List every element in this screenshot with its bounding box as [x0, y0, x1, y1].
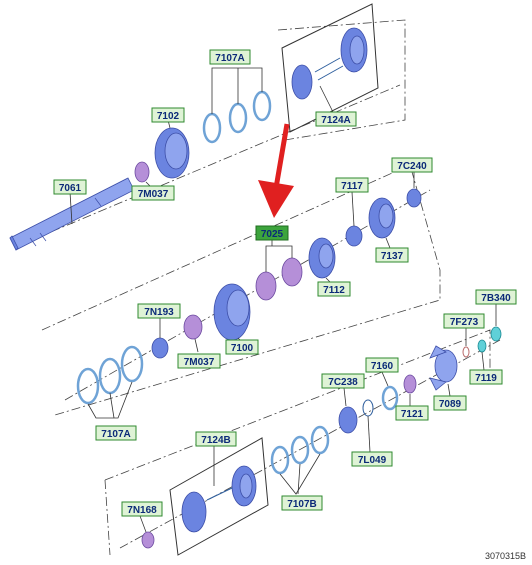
svg-text:7M037: 7M037 — [184, 357, 215, 368]
gear-7102 — [154, 127, 190, 179]
gear-7137 — [368, 197, 396, 239]
svg-text:7025: 7025 — [261, 229, 284, 240]
label-7F273[interactable]: 7F273 — [443, 313, 485, 329]
synchronizer-7124B — [181, 465, 257, 533]
label-7C240[interactable]: 7C240 — [391, 157, 433, 173]
bushing-7M037-mid — [183, 314, 203, 340]
frame-middle — [41, 164, 441, 416]
svg-text:7119: 7119 — [475, 373, 497, 384]
label-7107A-top[interactable]: 7107A — [209, 49, 251, 65]
bushing-7121 — [403, 374, 417, 394]
label-7L049[interactable]: 7L049 — [351, 451, 393, 467]
bearing-7117 — [345, 225, 363, 247]
label-7121[interactable]: 7121 — [395, 405, 429, 421]
svg-text:7089: 7089 — [439, 399, 462, 410]
label-7160[interactable]: 7160 — [365, 357, 399, 373]
svg-text:7L049: 7L049 — [358, 455, 387, 466]
label-7117[interactable]: 7117 — [335, 177, 369, 193]
label-7B340[interactable]: 7B340 — [475, 289, 517, 305]
snap-rings-7107B — [270, 425, 330, 475]
axis-middle — [64, 189, 431, 401]
svg-text:7100: 7100 — [231, 343, 254, 354]
gear-7100 — [213, 283, 251, 341]
svg-text:7117: 7117 — [341, 181, 363, 192]
ring-7160 — [381, 385, 399, 411]
frame-bottom — [104, 329, 491, 556]
box-7124A — [281, 3, 379, 133]
label-7100[interactable]: 7100 — [225, 339, 259, 355]
snap-ring-7L049 — [362, 399, 374, 417]
bushings-7025 — [255, 257, 303, 301]
gear-7112 — [308, 237, 336, 279]
label-7025[interactable]: 7025 — [255, 225, 289, 241]
label-7107A-bottom[interactable]: 7107A — [95, 425, 137, 441]
frame-top — [277, 19, 406, 141]
box-7124B — [169, 437, 269, 556]
svg-text:7107A: 7107A — [215, 53, 244, 64]
document-number: 3070315B — [484, 551, 526, 561]
svg-text:7121: 7121 — [401, 409, 424, 420]
red-arrow-icon — [258, 123, 294, 218]
svg-text:7160: 7160 — [371, 361, 394, 372]
label-7124A[interactable]: 7124A — [315, 111, 357, 127]
svg-text:7B340: 7B340 — [481, 293, 511, 304]
svg-text:7M037: 7M037 — [138, 189, 169, 200]
svg-text:7F273: 7F273 — [450, 317, 479, 328]
svg-text:7C240: 7C240 — [397, 161, 427, 172]
label-7M037-top[interactable]: 7M037 — [131, 185, 175, 201]
yoke-7089 — [429, 345, 458, 391]
svg-text:7107A: 7107A — [101, 429, 130, 440]
label-7N168[interactable]: 7N168 — [121, 501, 163, 517]
svg-text:7124B: 7124B — [201, 435, 230, 446]
label-7119[interactable]: 7119 — [469, 369, 503, 385]
label-7102[interactable]: 7102 — [151, 107, 185, 123]
ring-7119 — [477, 339, 487, 353]
bushing-7M037-top — [134, 161, 150, 183]
ring-7B340 — [490, 326, 502, 342]
label-7137[interactable]: 7137 — [375, 247, 409, 263]
bearing-7C240 — [406, 188, 422, 208]
leader-lines — [69, 67, 497, 533]
label-7107B[interactable]: 7107B — [281, 495, 323, 511]
label-7124B[interactable]: 7124B — [195, 431, 237, 447]
label-7C238[interactable]: 7C238 — [321, 373, 365, 389]
nut-7C238 — [338, 406, 358, 434]
label-7M037-mid[interactable]: 7M037 — [177, 353, 221, 369]
snap-rings-7107A-top — [202, 90, 272, 144]
label-7112[interactable]: 7112 — [317, 281, 351, 297]
svg-text:7C238: 7C238 — [328, 377, 358, 388]
bearing-7N193 — [151, 337, 169, 359]
svg-text:7137: 7137 — [381, 251, 404, 262]
axis-top — [19, 84, 401, 246]
synchronizer-7124A — [291, 27, 368, 100]
svg-text:7N168: 7N168 — [127, 505, 157, 516]
oring-7F273 — [462, 346, 470, 358]
svg-text:7112: 7112 — [323, 285, 345, 296]
bushing-7N168 — [141, 531, 155, 549]
label-7089[interactable]: 7089 — [433, 395, 467, 411]
label-7N193[interactable]: 7N193 — [137, 303, 181, 319]
svg-text:7124A: 7124A — [321, 115, 350, 126]
svg-text:7N193: 7N193 — [144, 307, 174, 318]
svg-text:7107B: 7107B — [287, 499, 316, 510]
label-7061[interactable]: 7061 — [53, 179, 87, 195]
svg-text:7102: 7102 — [157, 111, 180, 122]
svg-text:7061: 7061 — [59, 183, 82, 194]
